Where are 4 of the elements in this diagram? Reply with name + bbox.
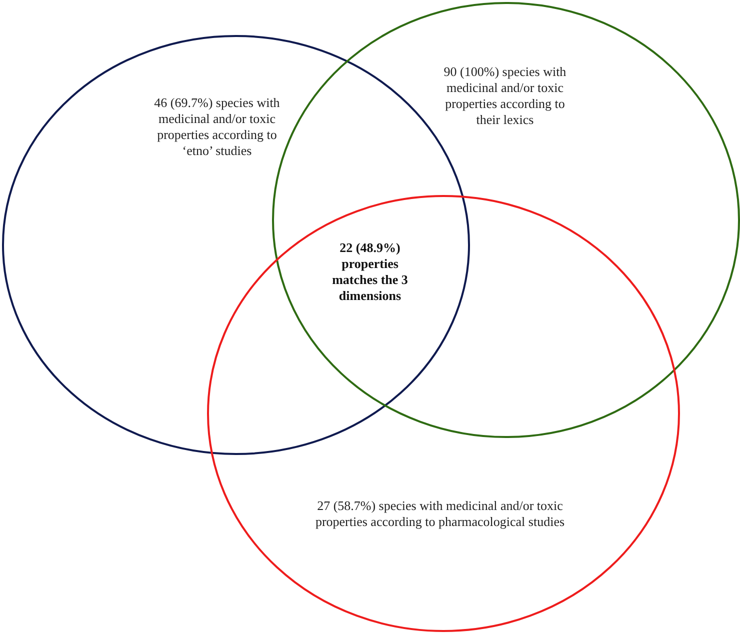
set-description: 27 (58.7%) species with medicinal and/or toxic properties according to pharmacological studies [315,498,565,530]
set-description: 90 (100%) species with medicinal and/or toxic properties according to their lexics [442,64,568,128]
set-description: 46 (69.7%) species with medicinal and/or toxic properties according to ‘etno’ studies [153,95,281,159]
intersection-label: 22 (48.9%) properties matches the 3 dimensions [331,240,409,304]
